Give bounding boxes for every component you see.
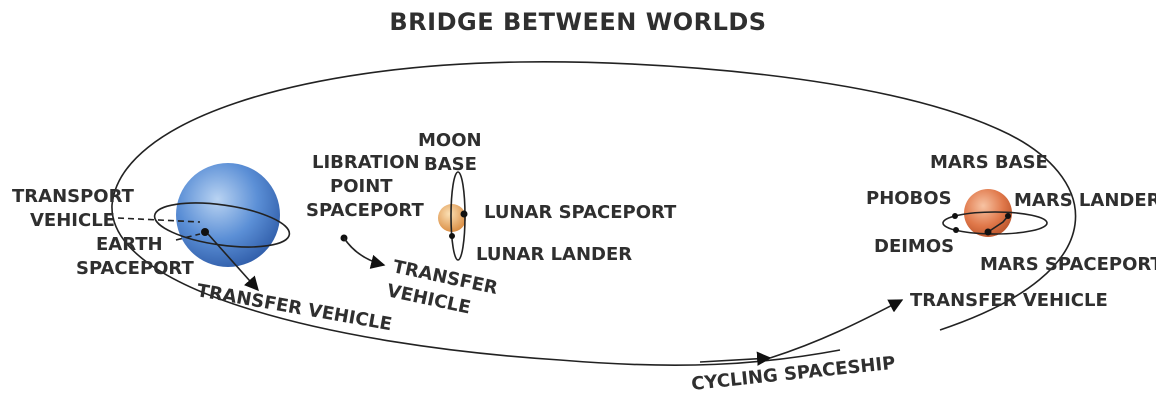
label-moon-base-2: BASE: [424, 154, 477, 175]
label-transport-vehicle-2: VEHICLE: [30, 210, 115, 231]
lunar-spaceport-dot: [461, 211, 468, 218]
libration-transfer-arrow: [344, 238, 384, 265]
mars-transfer-arrow: [770, 300, 902, 358]
diagram-title: BRIDGE BETWEEN WORLDS: [389, 8, 766, 36]
deimos-dot: [953, 227, 959, 233]
label-deimos: DEIMOS: [874, 236, 954, 257]
label-phobos: PHOBOS: [866, 188, 952, 209]
phobos-dot: [952, 213, 958, 219]
label-transfer-vehicle-earth: TRANSFER VEHICLE: [195, 280, 393, 335]
mars-spaceport-dot: [985, 229, 992, 236]
label-mars-base: MARS BASE: [930, 152, 1048, 173]
lunar-lander-dot: [449, 233, 455, 239]
label-earth-spaceport-1: EARTH: [96, 234, 163, 255]
label-lunar-spaceport: LUNAR SPACEPORT: [484, 202, 677, 223]
mars-lander-dot: [1005, 213, 1011, 219]
label-lunar-lander: LUNAR LANDER: [476, 244, 632, 265]
label-libration-1: LIBRATION: [312, 152, 420, 173]
label-cycling-spaceship: CYCLING SPACESHIP: [690, 353, 896, 395]
label-mars-lander: MARS LANDER: [1014, 190, 1156, 211]
label-libration-2: POINT: [330, 176, 393, 197]
label-moon-base-1: MOON: [418, 130, 482, 151]
label-libration-3: SPACEPORT: [306, 200, 424, 221]
label-mars-spaceport: MARS SPACEPORT: [980, 254, 1156, 275]
label-earth-spaceport-2: SPACEPORT: [76, 258, 194, 279]
label-transport-vehicle-1: TRANSPORT: [12, 186, 135, 207]
label-transfer-vehicle-mars: TRANSFER VEHICLE: [910, 290, 1108, 311]
